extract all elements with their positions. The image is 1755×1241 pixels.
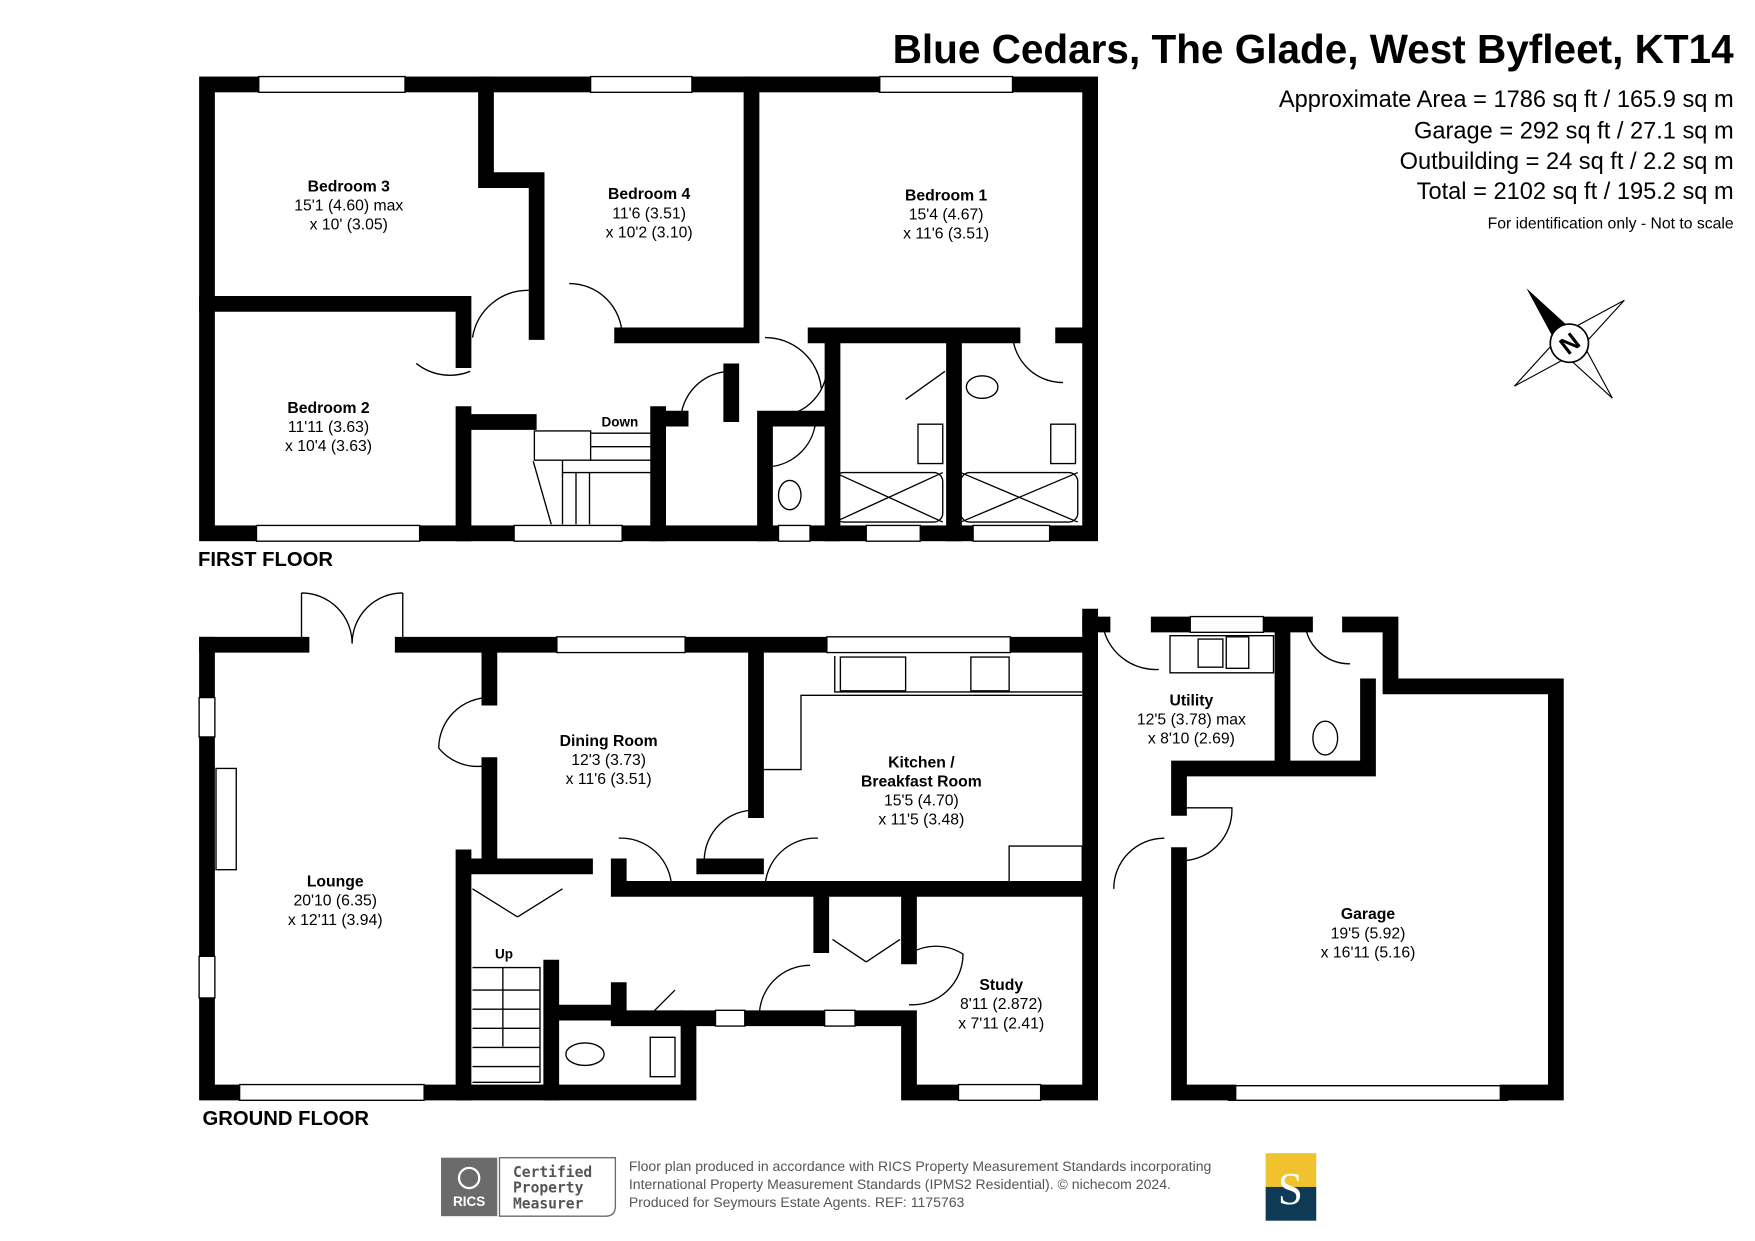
svg-text:Certified: Certified — [513, 1164, 592, 1181]
svg-text:x 11'5 (3.48): x 11'5 (3.48) — [878, 812, 964, 829]
svg-text:Measurer: Measurer — [513, 1195, 584, 1212]
svg-text:Dining Room: Dining Room — [560, 733, 658, 750]
room-bedroom-1: Bedroom 1 15'4 (4.67) x 11'6 (3.51) — [903, 187, 989, 242]
ground-floor-label: GROUND FLOOR — [203, 1108, 370, 1130]
svg-text:x 16'11 (5.16): x 16'11 (5.16) — [1321, 944, 1416, 961]
svg-text:x 11'6 (3.51): x 11'6 (3.51) — [566, 771, 652, 788]
room-bedroom-2: Bedroom 2 11'11 (3.63) x 10'4 (3.63) — [285, 400, 372, 455]
area-approximate: Approximate Area = 1786 sq ft / 165.9 sq… — [1279, 87, 1734, 113]
room-garage: Garage 19'5 (5.92) x 16'11 (5.16) — [1321, 906, 1416, 961]
svg-text:Kitchen /: Kitchen / — [888, 754, 955, 771]
room-utility: Utility 12'5 (3.78) max x 8'10 (2.69) — [1137, 692, 1246, 747]
compass-icon: N — [1513, 288, 1625, 399]
svg-text:19'5 (5.92): 19'5 (5.92) — [1331, 925, 1406, 942]
svg-text:Breakfast Room: Breakfast Room — [861, 773, 982, 790]
area-garage: Garage = 292 sq ft / 27.1 sq m — [1414, 118, 1734, 144]
svg-text:x 10'2 (3.10): x 10'2 (3.10) — [606, 224, 693, 241]
svg-text:Property: Property — [513, 1180, 584, 1197]
room-study: Study 8'11 (2.872) x 7'11 (2.41) — [958, 977, 1044, 1032]
room-bedroom-4: Bedroom 4 11'6 (3.51) x 10'2 (3.10) — [606, 186, 693, 241]
svg-text:Utility: Utility — [1169, 692, 1213, 709]
room-kitchen-breakfast: Kitchen / Breakfast Room 15'5 (4.70) x 1… — [861, 754, 982, 828]
footer-line-2: International Property Measurement Stand… — [629, 1176, 1171, 1192]
svg-text:Bedroom 2: Bedroom 2 — [287, 400, 370, 417]
svg-text:x 10'4 (3.63): x 10'4 (3.63) — [285, 438, 372, 455]
svg-text:Bedroom 3: Bedroom 3 — [308, 178, 391, 195]
area-total: Total = 2102 sq ft / 195.2 sq m — [1417, 179, 1734, 205]
seymours-logo: S — [1265, 1153, 1317, 1221]
svg-text:11'6 (3.51): 11'6 (3.51) — [612, 205, 686, 222]
svg-text:x 11'6 (3.51): x 11'6 (3.51) — [903, 226, 989, 243]
svg-text:Lounge: Lounge — [307, 874, 364, 891]
svg-text:x 12'11 (3.94): x 12'11 (3.94) — [288, 912, 383, 929]
svg-text:x 7'11 (2.41): x 7'11 (2.41) — [958, 1015, 1044, 1032]
area-outbuilding: Outbuilding = 24 sq ft / 2.2 sq m — [1400, 149, 1734, 175]
svg-text:20'10 (6.35): 20'10 (6.35) — [293, 893, 377, 910]
ground-floor-windows — [198, 615, 1265, 1101]
svg-text:15'1 (4.60) max: 15'1 (4.60) max — [294, 197, 403, 214]
scale-note: For identification only - Not to scale — [1488, 215, 1734, 232]
room-dining-room: Dining Room 12'3 (3.73) x 11'6 (3.51) — [560, 733, 658, 788]
stairs-up-label: Up — [495, 947, 513, 962]
svg-text:RICS: RICS — [453, 1194, 485, 1209]
first-floor-windows — [255, 75, 1051, 542]
ground-floor-walls — [199, 592, 1564, 1101]
first-floor-walls — [199, 76, 1098, 542]
property-title: Blue Cedars, The Glade, West Byfleet, KT… — [893, 26, 1734, 72]
first-floor-label: FIRST FLOOR — [198, 549, 333, 571]
footer-line-1: Floor plan produced in accordance with R… — [629, 1158, 1211, 1174]
room-bedroom-3: Bedroom 3 15'1 (4.60) max x 10' (3.05) — [294, 178, 403, 233]
svg-text:15'5 (4.70): 15'5 (4.70) — [884, 793, 959, 810]
svg-text:x 10' (3.05): x 10' (3.05) — [310, 217, 388, 234]
svg-text:x 8'10 (2.69): x 8'10 (2.69) — [1148, 731, 1235, 748]
svg-text:12'3 (3.73): 12'3 (3.73) — [571, 752, 646, 769]
rics-logo: RICS Certified Property Measurer — [441, 1157, 617, 1217]
svg-text:Garage: Garage — [1341, 906, 1396, 923]
room-lounge: Lounge 20'10 (6.35) x 12'11 (3.94) — [288, 874, 383, 929]
svg-text:15'4 (4.67): 15'4 (4.67) — [909, 206, 984, 223]
svg-text:8'11 (2.872): 8'11 (2.872) — [960, 996, 1042, 1013]
footer-line-3: Produced for Seymours Estate Agents. REF… — [629, 1194, 965, 1210]
svg-text:Bedroom 1: Bedroom 1 — [905, 187, 988, 204]
stairs-down-label: Down — [602, 414, 639, 429]
svg-text:12'5 (3.78) max: 12'5 (3.78) max — [1137, 712, 1246, 729]
svg-text:S: S — [1278, 1164, 1303, 1214]
svg-text:11'11 (3.63): 11'11 (3.63) — [288, 419, 369, 436]
svg-text:Bedroom 4: Bedroom 4 — [608, 186, 691, 203]
svg-text:Study: Study — [979, 977, 1023, 994]
